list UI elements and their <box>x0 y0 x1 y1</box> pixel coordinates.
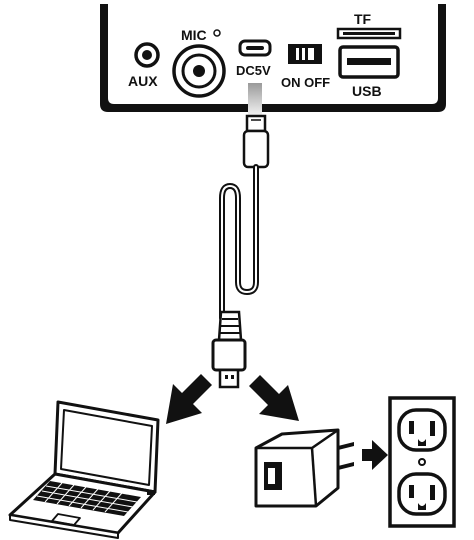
mic-indicator-icon <box>213 29 221 37</box>
aux-label: AUX <box>128 73 158 89</box>
arrow-icon <box>249 375 299 421</box>
mic-jack[interactable] <box>172 44 226 98</box>
plug-in-indicator <box>248 83 262 120</box>
arrow-icon <box>362 440 388 470</box>
wall-outlet-icon <box>388 396 456 528</box>
usb-port[interactable] <box>338 45 400 79</box>
arrow-icon <box>166 374 212 424</box>
power-switch[interactable] <box>288 44 322 64</box>
micro-usb-port[interactable] <box>238 39 272 57</box>
laptop-icon <box>8 400 160 539</box>
aux-jack[interactable] <box>134 42 160 68</box>
mic-label: MIC <box>181 27 207 43</box>
usb-wall-adapter-icon <box>254 428 354 508</box>
tf-card-slot[interactable] <box>336 27 402 40</box>
switch-label: ON OFF <box>281 75 330 90</box>
microusb-cable-icon <box>211 114 270 389</box>
usb-label: USB <box>352 83 382 99</box>
tf-label: TF <box>354 11 372 27</box>
dc-label: DC5V <box>236 63 271 78</box>
speaker-panel: AUX MIC DC5V ON OFF TF <box>100 4 446 112</box>
